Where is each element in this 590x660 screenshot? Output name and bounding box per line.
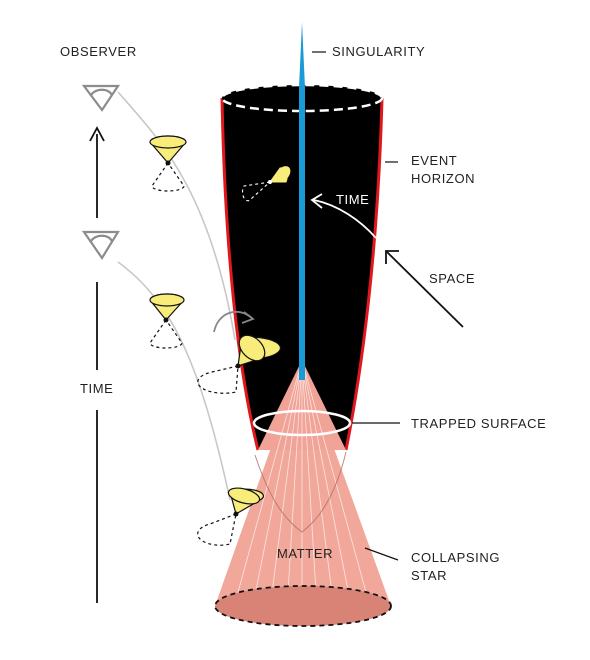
observer-eye-icon (81, 84, 121, 112)
time-axis-label: TIME (80, 381, 114, 396)
trapped-surface-label: TRAPPED SURFACE (411, 416, 547, 431)
singularity-line (299, 22, 305, 380)
inner-time-label: TIME (336, 192, 370, 207)
collapsing-star-cone (214, 359, 392, 627)
matter-label: MATTER (277, 546, 334, 561)
observer-worldline-lower (117, 261, 231, 501)
light-cone-icon (149, 293, 185, 349)
light-cone-icon (197, 334, 282, 394)
observer-eye-icon (81, 230, 120, 261)
light-cone-icon (149, 135, 187, 192)
observer-label: OBSERVER (60, 44, 137, 59)
inner-time-arrow (313, 199, 377, 239)
collapsing-star-label: COLLAPSING STAR (411, 550, 501, 583)
singularity-label: SINGULARITY (332, 44, 426, 59)
observer-worldline-upper (117, 91, 236, 341)
light-cone-icon (241, 166, 291, 202)
trapped-surface-ring (252, 409, 352, 437)
event-horizon-edge-right (344, 97, 384, 451)
event-horizon-edge-left (220, 97, 260, 451)
event-horizon-label: EVENT HORIZON (411, 153, 476, 186)
space-label: SPACE (429, 271, 476, 286)
light-cone-icon (197, 487, 264, 546)
space-arrow (386, 251, 464, 328)
